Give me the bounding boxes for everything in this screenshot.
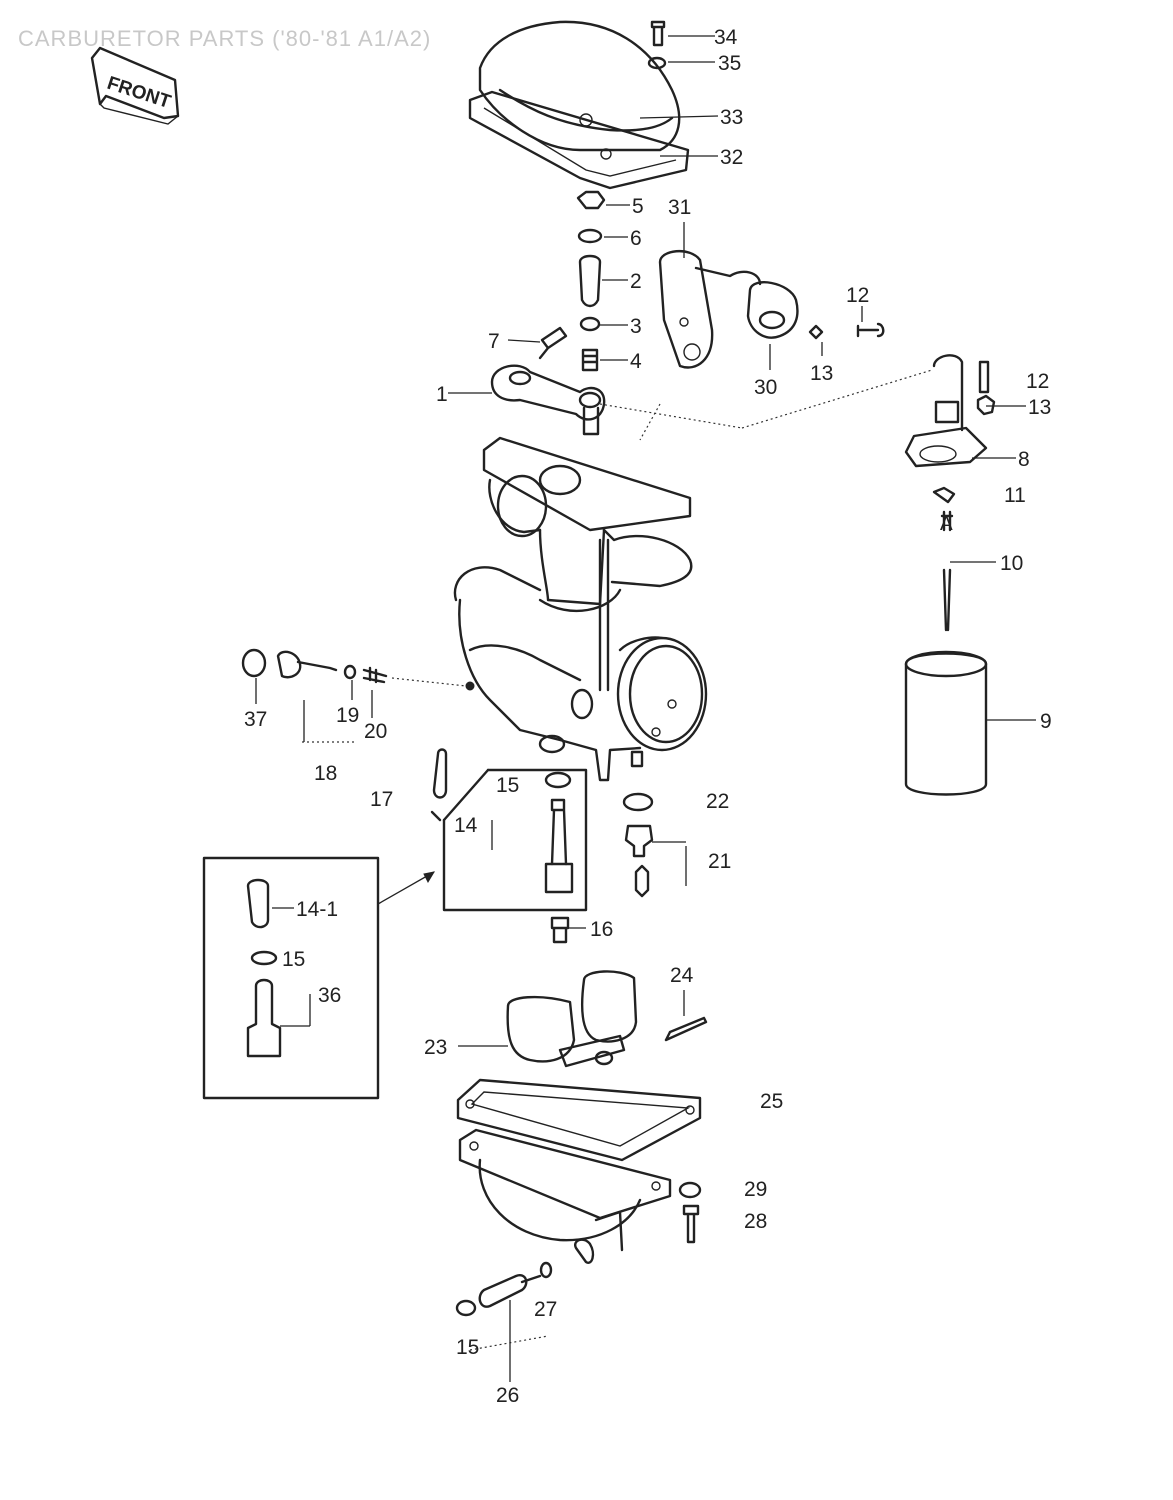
callout-36: 36	[318, 984, 341, 1007]
callout-3: 3	[630, 315, 642, 338]
pilot-screw-set	[241, 648, 467, 687]
callout-4: 4	[630, 350, 642, 373]
front-label: FRONT	[104, 73, 173, 113]
callout-18: 18	[314, 762, 337, 785]
callout-14-1: 14-1	[296, 898, 338, 921]
connection-lines	[302, 369, 933, 1351]
callout-34: 34	[714, 26, 738, 49]
callout-30: 30	[754, 376, 777, 399]
callout-16: 16	[590, 918, 613, 941]
jet-needle-parts	[576, 190, 606, 372]
callout-28: 28	[744, 1210, 767, 1233]
callout-22: 22	[706, 790, 729, 813]
callout-33: 33	[720, 106, 743, 129]
throttle-pulley-31-30	[658, 250, 885, 369]
callout-31: 31	[668, 196, 691, 219]
callout-1: 1	[436, 383, 448, 406]
callout-labels: 34 35 33 32 5 6 2 3 4 7 1 31 30 12 13 12…	[244, 26, 1052, 1407]
inset-detail-box	[202, 856, 436, 1100]
callout-12-right: 12	[1026, 370, 1049, 393]
callout-20: 20	[364, 720, 387, 743]
callout-5: 5	[632, 195, 644, 218]
callout-10: 10	[1000, 552, 1023, 575]
callout-11: 11	[1004, 484, 1026, 507]
screw-7	[538, 326, 568, 360]
marker-a: A	[940, 514, 953, 535]
main-jet-21-22	[622, 792, 654, 898]
callout-21: 21	[708, 850, 731, 873]
callout-13-right: 13	[1028, 396, 1051, 419]
callout-35: 35	[718, 52, 741, 75]
callout-12-top: 12	[846, 284, 869, 307]
float-chamber-parts-right	[904, 354, 996, 796]
callout-9: 9	[1040, 710, 1052, 733]
callout-15-mid: 15	[496, 774, 519, 797]
idle-screw-26	[455, 1261, 553, 1317]
callout-23: 23	[424, 1036, 447, 1059]
front-arrow-badge: FRONT	[90, 46, 180, 125]
callout-32: 32	[720, 146, 743, 169]
float-bowl-assembly	[456, 970, 708, 1264]
callout-15-bottom: 15	[456, 1336, 479, 1359]
callout-24: 24	[670, 964, 694, 987]
lever-arm-1	[490, 364, 606, 436]
callout-17: 17	[370, 788, 393, 811]
diagram-title: CARBURETOR PARTS ('80-'81 A1/A2)	[18, 26, 431, 51]
callout-29: 29	[744, 1178, 767, 1201]
callout-13-left: 13	[810, 362, 833, 385]
callout-6: 6	[630, 227, 642, 250]
callout-37: 37	[244, 708, 267, 731]
callout-27: 27	[534, 1298, 557, 1321]
callout-7: 7	[488, 330, 500, 353]
callout-8: 8	[1018, 448, 1030, 471]
carburetor-body	[453, 436, 708, 782]
callout-2: 2	[630, 270, 642, 293]
callout-15-inset: 15	[282, 948, 305, 971]
tube-17	[430, 748, 448, 822]
top-cover-assembly	[468, 20, 690, 190]
callout-14: 14	[454, 814, 478, 837]
callout-19: 19	[336, 704, 359, 727]
leader-lines	[255, 35, 1036, 1382]
callout-26: 26	[496, 1384, 519, 1407]
callout-25: 25	[760, 1090, 783, 1113]
